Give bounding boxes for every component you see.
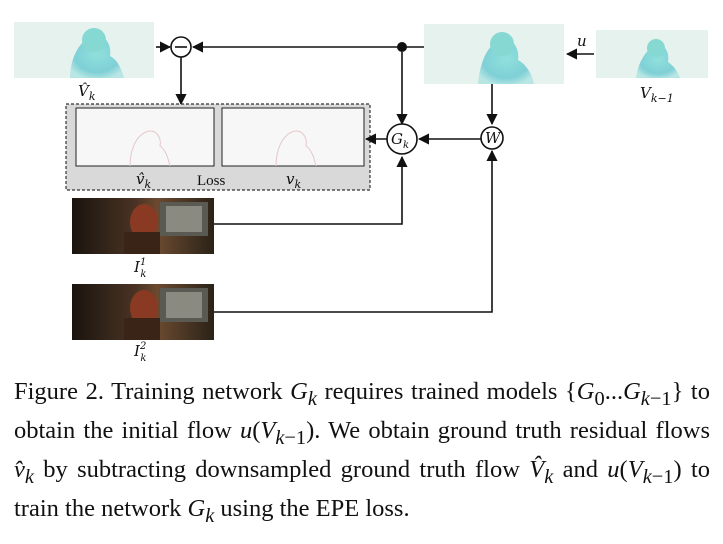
subtract-node bbox=[170, 36, 192, 58]
label-v-hat-small: v̂k bbox=[136, 170, 151, 191]
svg-text:V̂k: V̂k bbox=[78, 82, 96, 103]
training-diagram: V̂k Vk−1 u v̂k Loss bbox=[14, 22, 708, 364]
junction-dot bbox=[397, 42, 407, 52]
svg-text:Gk: Gk bbox=[391, 130, 409, 151]
figure-caption: Figure 2. Training network Gk requires t… bbox=[14, 378, 711, 527]
svg-text:Vk−1: Vk−1 bbox=[640, 84, 674, 105]
svg-text:W: W bbox=[485, 129, 502, 147]
flow-image-v-hat bbox=[14, 22, 154, 78]
g-node: Gk bbox=[386, 123, 418, 155]
label-loss: Loss bbox=[197, 173, 226, 189]
label-v-hat-big: V̂k bbox=[78, 82, 96, 103]
label-u: u bbox=[577, 32, 587, 50]
caption-figure-label: Figure 2. bbox=[14, 378, 104, 405]
arrow-i2-to-w bbox=[214, 149, 498, 313]
warp-node: W bbox=[480, 126, 504, 150]
image-i1 bbox=[72, 198, 214, 254]
flow-image-u-v-prev bbox=[424, 24, 564, 84]
label-v-prev: Vk−1 bbox=[640, 84, 674, 105]
arrow-i1-to-g bbox=[214, 155, 408, 225]
label-v-small: vk bbox=[286, 170, 301, 191]
loss-box: v̂k Loss vk bbox=[65, 103, 371, 191]
flow-image-v-prev bbox=[596, 30, 708, 78]
image-i2 bbox=[72, 284, 214, 340]
